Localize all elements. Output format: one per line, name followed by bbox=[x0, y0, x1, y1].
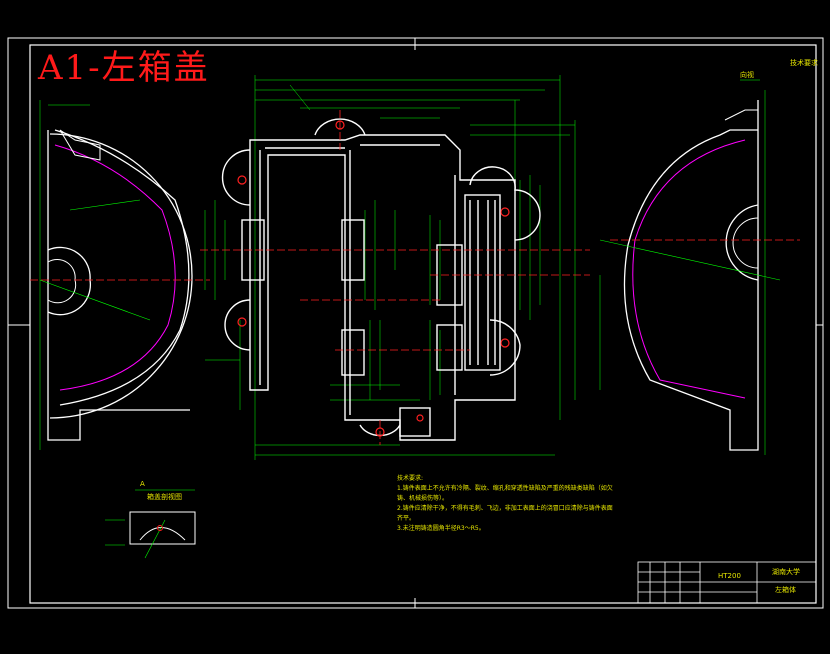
requirement-line: 齐平。 bbox=[397, 515, 416, 522]
section-detail bbox=[105, 489, 196, 559]
part-name-label: 左箱体 bbox=[775, 586, 796, 594]
corner-note: 技术要求 bbox=[790, 59, 818, 67]
material-label: HT200 bbox=[718, 572, 741, 580]
view-label: 向视 bbox=[740, 71, 754, 79]
requirement-line: 2.铸件应清除干净，不得有毛刺、飞边，非加工表面上的浇冒口应清除与铸件表面 bbox=[397, 505, 613, 512]
section-label: A bbox=[140, 480, 145, 488]
requirement-line: 3.未注明铸造圆角半径R3～R5。 bbox=[397, 525, 485, 532]
right-side-view bbox=[599, 79, 800, 455]
drawing-title: A1-左箱盖 bbox=[38, 48, 210, 88]
requirement-line: 1.铸件表面上不允许有冷隔、裂纹、缩孔和穿透性缺陷及严重的残缺类缺陷（如欠 bbox=[397, 485, 613, 492]
requirement-line: 铸、机械损伤等）。 bbox=[397, 495, 449, 502]
technical-requirements: 技术要求: 1.铸件表面上不允许有冷隔、裂纹、缩孔和穿透性缺陷及严重的残缺类缺陷… bbox=[397, 474, 627, 534]
drawing-border bbox=[7, 37, 824, 609]
requirements-heading: 技术要求: bbox=[397, 475, 424, 482]
title-block bbox=[637, 561, 817, 604]
school-label: 湖南大学 bbox=[772, 568, 800, 576]
left-side-view bbox=[30, 100, 210, 450]
section-caption: 箱盖剖视图 bbox=[147, 493, 182, 501]
main-section-view bbox=[200, 75, 590, 460]
